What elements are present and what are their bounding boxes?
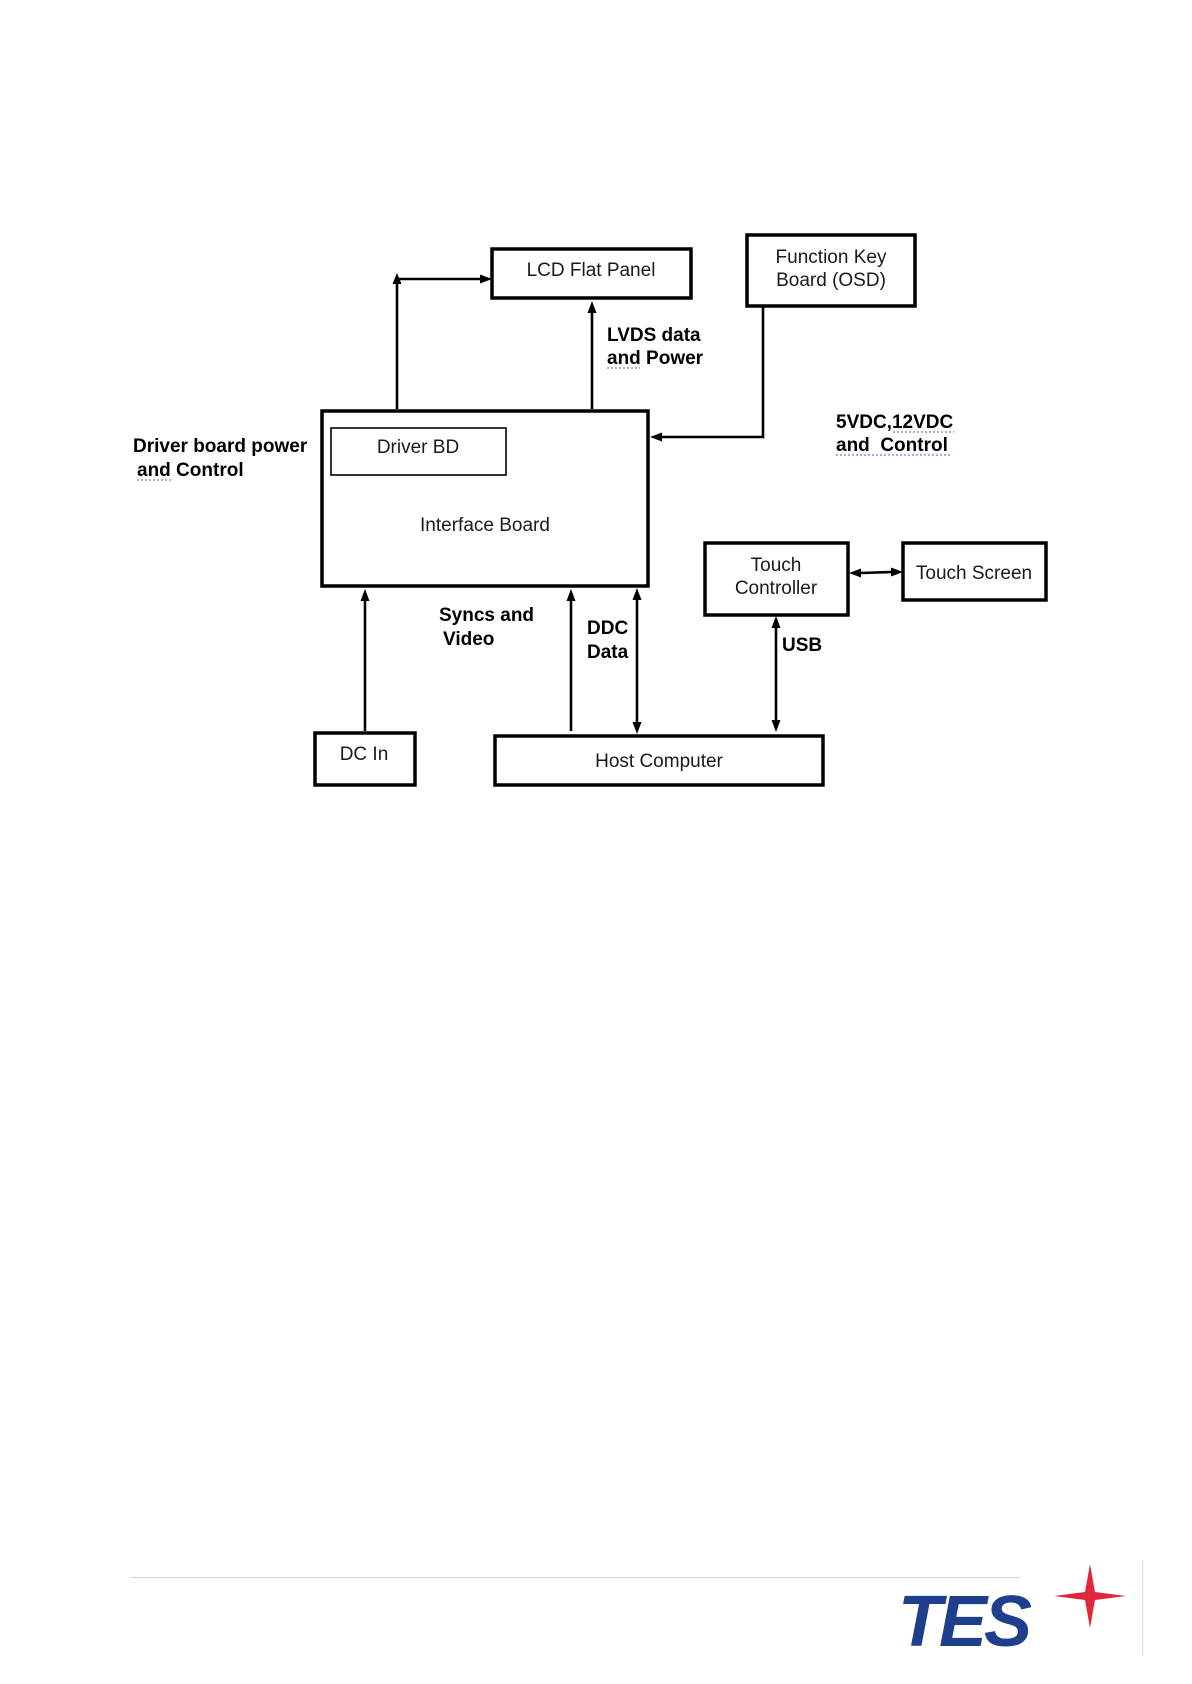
function-key-board-label-line1: Function Key	[776, 247, 887, 268]
ddc-data-label: DDC Data	[587, 618, 629, 663]
dc-in-label: DC In	[340, 744, 389, 765]
touch-screen-box: Touch Screen	[903, 543, 1046, 600]
footer-vertical-divider	[1142, 1560, 1143, 1656]
interface-board-label: Interface Board	[420, 515, 550, 536]
ddc-data-label-line1: DDC	[587, 618, 628, 639]
vdc-label-line1: 5VDC,12VDC	[836, 412, 953, 433]
syncs-video-label-line1: Syncs and	[439, 605, 534, 626]
usb-label-text: USB	[782, 635, 822, 656]
connector-usb	[772, 616, 781, 732]
ddc-data-label-line2: Data	[587, 642, 629, 663]
host-computer-label: Host Computer	[595, 751, 723, 772]
touch-controller-label-line2: Controller	[735, 578, 818, 599]
star-icon	[1054, 1564, 1126, 1628]
driver-bd-label: Driver BD	[377, 437, 459, 458]
connector-touch	[849, 568, 903, 578]
function-key-board-box: Function Key Board (OSD)	[747, 235, 915, 306]
driver-bd-box: Driver BD	[331, 428, 506, 475]
touch-screen-label: Touch Screen	[916, 563, 1032, 584]
syncs-video-label: Syncs and Video	[439, 605, 534, 650]
host-computer-box: Host Computer	[495, 736, 823, 785]
vdc-label: 5VDC,12VDC and Control	[836, 412, 954, 456]
touch-controller-box: Touch Controller	[705, 543, 848, 615]
lcd-flat-panel-label: LCD Flat Panel	[527, 260, 656, 281]
lvds-label-line1: LVDS data	[607, 325, 701, 346]
connector-syncs-video	[567, 589, 576, 731]
connector-lvds	[588, 301, 597, 409]
tes-logo-wordmark: TES	[898, 1582, 1032, 1656]
vdc-label-line2: and Control	[836, 435, 948, 456]
lvds-label: LVDS data and Power	[607, 325, 704, 369]
lcd-flat-panel-box: LCD Flat Panel	[492, 249, 691, 298]
footer-divider	[130, 1577, 1020, 1578]
driver-power-label-line2: and Control	[137, 460, 244, 481]
lvds-label-line2: and Power	[607, 348, 704, 369]
syncs-video-label-line2: Video	[443, 629, 494, 650]
dc-in-box: DC In	[315, 733, 415, 785]
usb-label: USB	[782, 635, 822, 656]
connector-interface-to-lcd-left	[393, 273, 493, 409]
connector-dc-in	[361, 589, 370, 731]
connector-ddc-data	[633, 588, 642, 734]
function-key-board-label-line2: Board (OSD)	[776, 270, 886, 291]
touch-controller-label-line1: Touch	[751, 555, 802, 576]
driver-power-label-line1: Driver board power	[133, 436, 308, 457]
tes-logo: TES	[894, 1562, 1130, 1656]
driver-power-label: Driver board power and Control	[133, 436, 308, 481]
